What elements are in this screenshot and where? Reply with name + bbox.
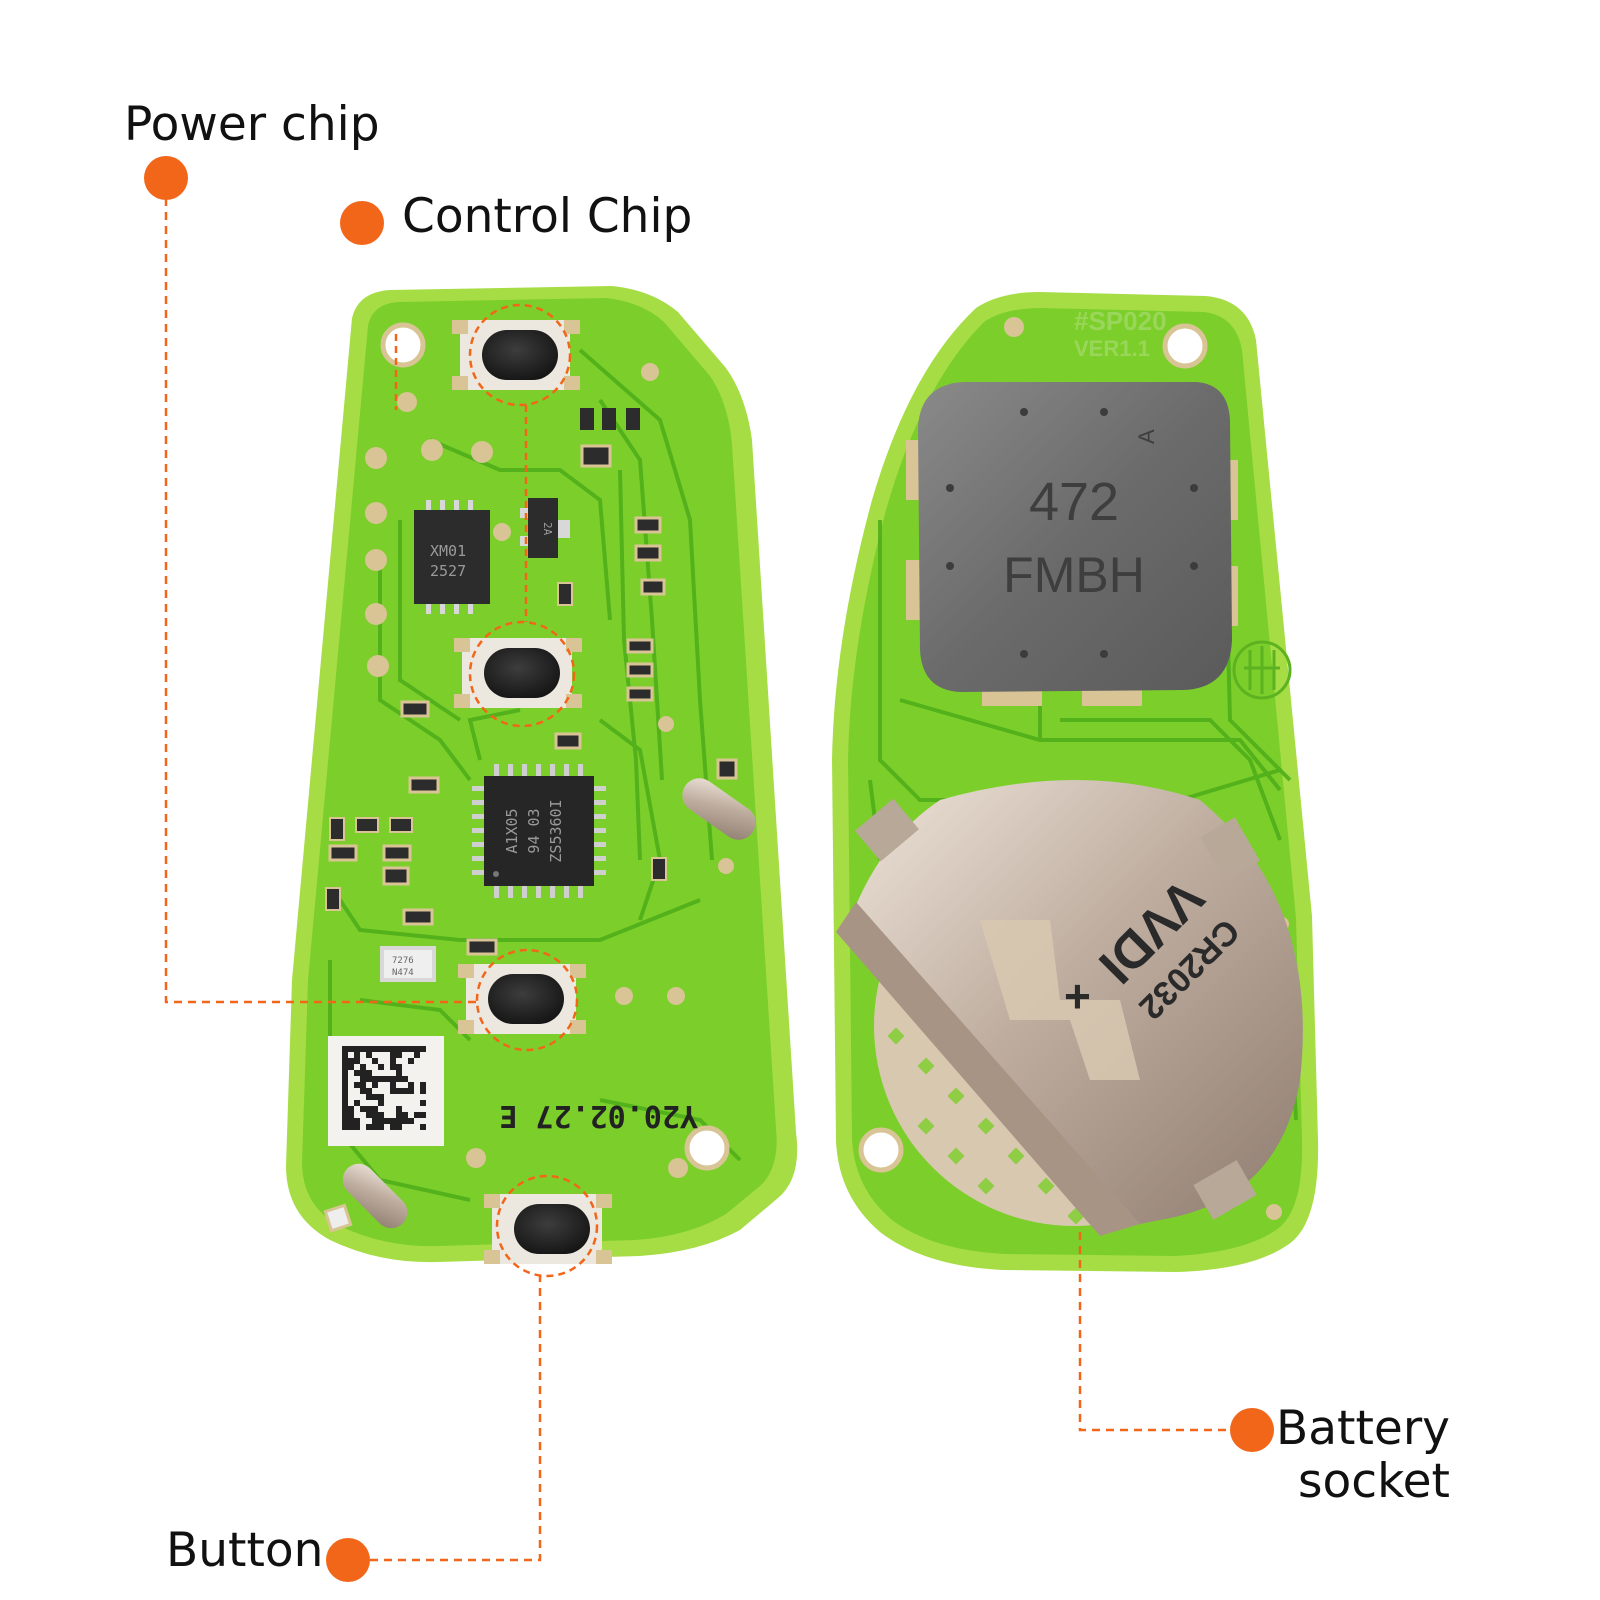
pcb-back-board: #SP020 VER1.1 472 FMBH A [832,292,1319,1272]
dot-control-chip [340,201,384,245]
board-version-marking: VER1.1 [1074,336,1150,361]
callout-dots [144,156,1274,1582]
mount-hole-front-top [380,322,426,368]
highlight-control-chip-area [468,620,576,728]
power-chip: XM01 2527 [414,500,490,614]
label-battery-socket-line1: Battery [1276,1401,1450,1456]
power-chip-marking-2: 2527 [430,562,466,580]
label-battery-socket-line2: socket [1297,1453,1450,1509]
control-chip-marking-1: A1X05 [503,808,521,853]
tactile-button-2 [454,638,582,708]
maker-logo-icon [1232,640,1292,700]
date-code-marking: Y20.02.27 E [499,1098,698,1133]
voltage-regulator: 2A [520,498,570,558]
pcb-front-board: XM01 2527 2A A1X05 94 03 ZS5360I [286,286,798,1278]
battery-holder: VVDI CR2032 + [836,780,1303,1236]
dot-button [326,1538,370,1582]
highlight-power-chip-area [468,303,572,407]
control-chip-marking-2: 94 03 [525,808,543,853]
crystal-oscillator-front [682,778,756,840]
inductor-marking-1: 472 [1029,472,1119,532]
inductor-coil: 472 FMBH A [906,382,1238,706]
crystal-oscillator-bottom [342,1163,408,1229]
crystal-module: 7276 N474 [380,946,436,982]
inductor-side-marking: A [1134,429,1159,444]
regulator-marking: 2A [541,522,554,536]
tactile-button-4 [484,1194,612,1264]
leader-button [370,1276,542,1562]
callout-leaders [164,198,1232,1562]
mount-hole-back-bottom [858,1127,904,1173]
tactile-button-3 [458,964,586,1034]
battery-polarity-marking: + [1064,970,1091,1022]
pcb-front-pads [365,363,734,1178]
qr-code-label [328,1036,444,1146]
control-chip-marking-3: ZS5360I [547,799,565,862]
pcb-front-traces [328,348,742,1202]
label-button: Button [166,1523,324,1578]
leader-power-chip [164,198,478,1004]
mount-hole-front-bottom [684,1125,730,1171]
highlight-button-3 [475,948,579,1052]
label-power-chip: Power chip [124,97,380,152]
highlight-button-4 [495,1174,599,1278]
crystal-marking-1: 7276 [392,956,414,966]
control-chip: A1X05 94 03 ZS5360I [472,764,606,898]
label-battery-socket: Battery socket [1276,1401,1450,1509]
tactile-button-1 [452,320,580,390]
board-id-marking: #SP020 [1074,306,1167,336]
leader-battery-socket [1078,1232,1232,1432]
crystal-marking-2: N474 [392,968,414,978]
power-chip-marking-1: XM01 [430,542,466,560]
label-control-chip: Control Chip [402,189,693,244]
mount-hole-back-top [1162,323,1208,369]
dot-battery-socket [1230,1408,1274,1452]
dot-power-chip [144,156,188,200]
inductor-marking-2: FMBH [1003,547,1145,603]
pcb-front-smd-parts [323,408,738,1233]
